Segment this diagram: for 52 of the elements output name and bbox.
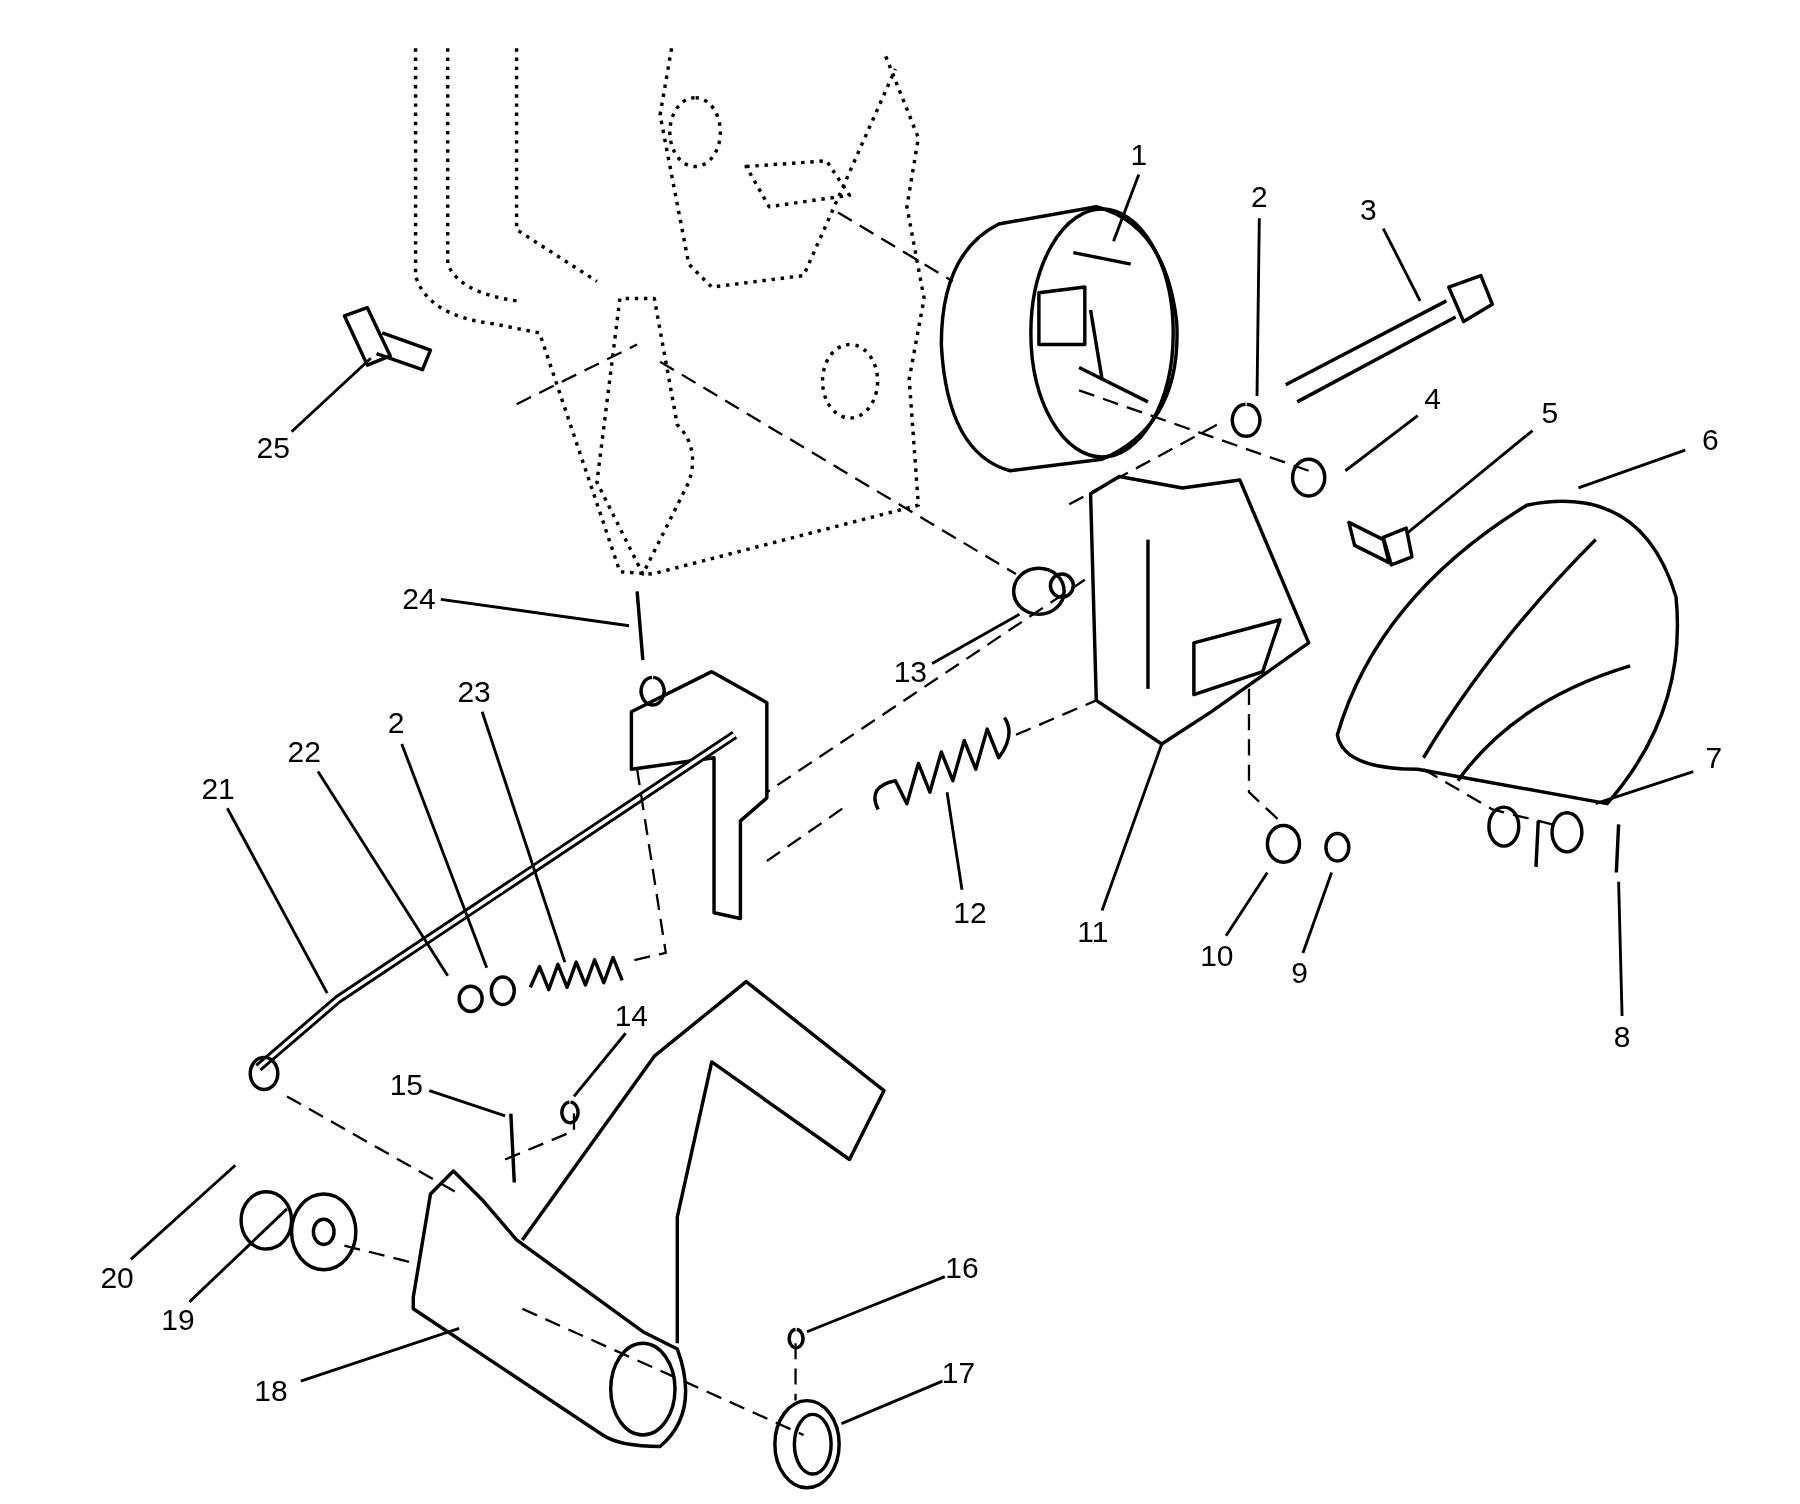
callout-number: 14	[614, 1000, 649, 1031]
leader-line	[1344, 414, 1419, 472]
leader-line	[316, 770, 449, 977]
leader-line	[931, 613, 1021, 665]
callout-number: 17	[941, 1357, 976, 1388]
leader-line	[1224, 871, 1269, 937]
callout-number: 6	[1702, 424, 1719, 455]
callout-number: 12	[953, 897, 987, 928]
callout-number: 21	[201, 773, 235, 804]
callout-number: 18	[254, 1376, 288, 1407]
callout-number: 4	[1424, 384, 1441, 415]
callout-number: 15	[389, 1069, 424, 1100]
leader-line	[1112, 174, 1141, 242]
leader-line	[1595, 770, 1694, 806]
callout-number: 16	[945, 1253, 979, 1284]
callout-number: 2	[387, 708, 405, 739]
leader-line	[1617, 881, 1624, 1017]
leader-line	[1382, 227, 1422, 302]
callout-number: 9	[1291, 958, 1308, 989]
callout-number: 3	[1360, 195, 1377, 226]
callout-number: 19	[161, 1305, 195, 1336]
leader-line	[428, 1089, 506, 1118]
leader-line	[840, 1379, 944, 1425]
leader-line	[572, 1032, 627, 1098]
callout-number: 7	[1705, 742, 1723, 773]
leader-line	[1577, 448, 1686, 490]
leader-line	[1301, 872, 1333, 954]
leader-line	[290, 357, 372, 433]
leader-line	[806, 1275, 946, 1334]
leader-line	[945, 791, 964, 890]
callout-number: 25	[256, 432, 290, 463]
callout-number: 22	[287, 736, 321, 767]
leader-line	[480, 711, 567, 963]
leader-line	[188, 1207, 288, 1303]
callout-number: 5	[1541, 398, 1559, 429]
callout-number: 8	[1613, 1021, 1631, 1052]
callout-number: 13	[893, 656, 927, 687]
callout-number: 10	[1200, 941, 1234, 972]
leader-line	[1100, 743, 1164, 911]
callout-number: 2	[1250, 182, 1268, 213]
callout-number: 20	[100, 1262, 134, 1293]
callout-number: 1	[1130, 139, 1148, 170]
leader-line	[129, 1164, 237, 1261]
leader-line	[226, 807, 329, 994]
callout-number: 24	[402, 584, 436, 615]
leader-line	[1255, 218, 1261, 397]
callout-number: 11	[1077, 917, 1109, 948]
leader-line	[400, 743, 489, 969]
leader-line	[300, 1326, 460, 1383]
leader-line	[440, 597, 630, 628]
callout-number: 23	[457, 677, 491, 708]
leader-line	[1405, 429, 1534, 535]
